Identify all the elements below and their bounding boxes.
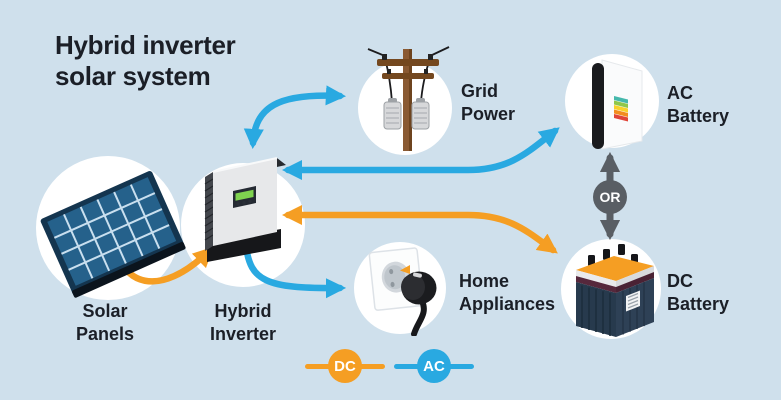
wall-socket-plug-icon [368, 247, 437, 336]
solar-panels-label: Solar Panels [75, 301, 135, 344]
ac-badge: AC [417, 349, 451, 383]
or-badge: OR [593, 180, 627, 214]
arrow-inverter-dc-battery [281, 204, 558, 254]
solar-panel-icon [40, 171, 186, 298]
inverter-icon [204, 157, 286, 262]
ac-battery-label: AC Battery [667, 83, 730, 126]
page-title: Hybrid inverter solar system [55, 30, 236, 91]
legend-item-dc: DC [305, 348, 385, 384]
utility-pole-transformer-icon [367, 46, 450, 151]
arrow-inverter-ac-battery [281, 127, 560, 181]
dc-battery-label: DC Battery [667, 271, 730, 314]
arrow-inverter-home [242, 243, 347, 299]
wall-battery-icon [592, 59, 643, 150]
lead-acid-battery-icon [576, 244, 654, 337]
legend-item-ac: AC [394, 348, 474, 384]
hybrid-inverter-label: Hybrid Inverter [209, 301, 277, 344]
grid-power-label: Grid Power [461, 81, 516, 124]
arrow-inverter-grid [243, 85, 347, 150]
legend: DC AC [305, 348, 474, 384]
home-appliances-label: Home Appliances [459, 271, 556, 314]
dc-badge: DC [328, 349, 362, 383]
